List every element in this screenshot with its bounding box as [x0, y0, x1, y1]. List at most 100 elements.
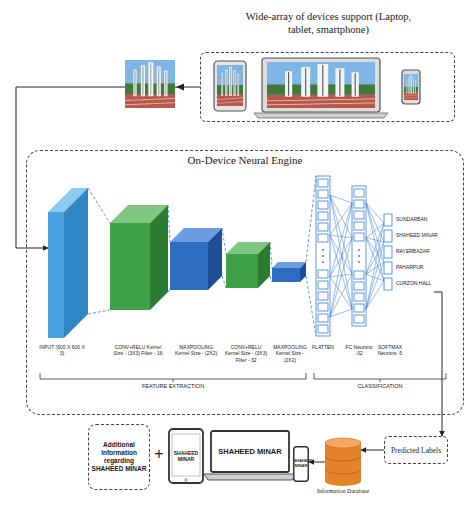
neuron-cell [318, 212, 328, 220]
laptop-base [254, 113, 388, 118]
ellipsis-dot [322, 249, 324, 251]
neuron-cell [318, 303, 328, 311]
tablet-device: SHAHEED MINAR [168, 428, 204, 484]
phone-frame [294, 447, 309, 482]
tablet-screen [172, 434, 200, 476]
arrow-head [176, 84, 184, 91]
block-front [226, 254, 258, 288]
neuron-cell [318, 190, 328, 198]
block-side [300, 262, 306, 282]
ellipsis-dot [322, 261, 324, 263]
device-group-box: Wide-array of devices support (Laptop, t… [200, 52, 455, 122]
neuron-cell [318, 223, 328, 231]
phone-device: SHAHEED MINAR [293, 446, 309, 482]
layer-caption: SOFTMAX Neurons -5 [374, 344, 406, 357]
block-side [208, 228, 222, 290]
layer-caption: INPUT (600 X 600 X 3) [39, 344, 85, 357]
tablet-illustration [214, 61, 246, 111]
layer-caption: FC Neurons -32 [344, 344, 374, 357]
layer-caption: MAXPOOLING Kernel Size - (2X2) [271, 344, 309, 363]
layer-block: INPUT (600 X 600 X 3) [48, 188, 88, 338]
photo-frame [125, 60, 175, 108]
engine-title: On-Device Neural Engine [27, 154, 463, 167]
tablet-frame [169, 429, 203, 483]
connector [309, 462, 325, 463]
database-shape [325, 438, 361, 486]
class-label: SHAHEED MINAR [396, 233, 456, 238]
neuron-cell [354, 293, 364, 301]
laptop-illustration [262, 58, 380, 112]
cylinder-body [325, 443, 361, 486]
database-caption: Information Database [315, 488, 371, 495]
dense-connection [366, 203, 384, 309]
layer-caption: FLATTEN [310, 344, 336, 350]
bracket [40, 373, 306, 382]
column-outline [352, 186, 366, 326]
block-side [258, 242, 270, 288]
block-front [170, 242, 208, 290]
layer-cuboid [48, 188, 88, 338]
block-front [272, 268, 300, 282]
home-button [185, 479, 188, 482]
phone-screen [404, 74, 418, 100]
softmax-stack [384, 214, 392, 290]
laptop-screen [211, 431, 289, 472]
connector [361, 450, 384, 451]
neuron-cell [384, 246, 392, 258]
block-side [64, 188, 88, 338]
neuron-cell [384, 262, 392, 274]
bracket [314, 373, 446, 382]
landmark-photo [125, 60, 175, 108]
group-heading: Wide-array of devices support (Laptop, t… [243, 11, 415, 36]
info-box: Additional Information regarding SHAHEED… [88, 424, 150, 490]
layer-caption: CONV+RELU Kernel Size - (3X3) Filter - 1… [112, 344, 164, 357]
laptop-base [204, 474, 296, 480]
neuron-cell [354, 189, 364, 197]
class-label: SUNDARBAN [396, 217, 456, 222]
neuron-cell [318, 270, 328, 278]
neuron-column: FC Neurons -32 [352, 186, 366, 326]
screen-text: SHAHEED MINAR [214, 430, 286, 472]
ellipsis-dot [358, 249, 360, 251]
neuron-cell [318, 234, 328, 242]
info-text: Additional Information regarding SHAHEED… [91, 441, 147, 474]
layer-caption: CONV+RELU Kernel Size - (3X3) Filter - 3… [224, 344, 268, 363]
layer-cuboid [110, 205, 168, 310]
dense-connection [330, 195, 352, 317]
cylinder-top [325, 438, 361, 448]
neuron-cell [384, 214, 392, 226]
projection-line [222, 228, 226, 288]
neuron-stack [352, 186, 366, 326]
laptop-screen [267, 62, 375, 108]
neuron-cell [318, 292, 328, 300]
neuron-cell [354, 233, 364, 241]
projection-line [88, 188, 110, 314]
connector [442, 415, 443, 436]
neuron-cell [384, 278, 392, 290]
neuron-cell [354, 222, 364, 230]
neuron-cell [354, 304, 364, 312]
neuron-cell [318, 325, 328, 333]
bracket-label: FEATURE EXTRACTION [123, 384, 223, 390]
ellipsis-dot [322, 255, 324, 257]
projection-line [270, 242, 272, 282]
cylinder-band [325, 456, 361, 474]
class-label: RAYERBAZAR [396, 249, 456, 254]
neuron-cell [354, 200, 364, 208]
layer-block: MAXPOOLING Kernel Size - (2X2) [272, 262, 306, 282]
neuron-cell [354, 271, 364, 279]
layer-cuboid [226, 242, 270, 288]
laptop-device: SHAHEED MINAR [210, 430, 290, 480]
prediction-text: Predicted Labels [388, 446, 444, 455]
neuron-cell [318, 314, 328, 322]
neuron-cell [354, 315, 364, 323]
neuron-cell [384, 230, 392, 242]
projection-line [168, 205, 170, 292]
phone-illustration [402, 70, 420, 104]
class-label: PAHARPUR [396, 265, 456, 270]
class-label: CURZON HALL [396, 281, 456, 286]
neuron-stack [316, 176, 330, 336]
layer-block: CONV+RELU Kernel Size - (3X3) Filter - 1… [110, 205, 168, 310]
